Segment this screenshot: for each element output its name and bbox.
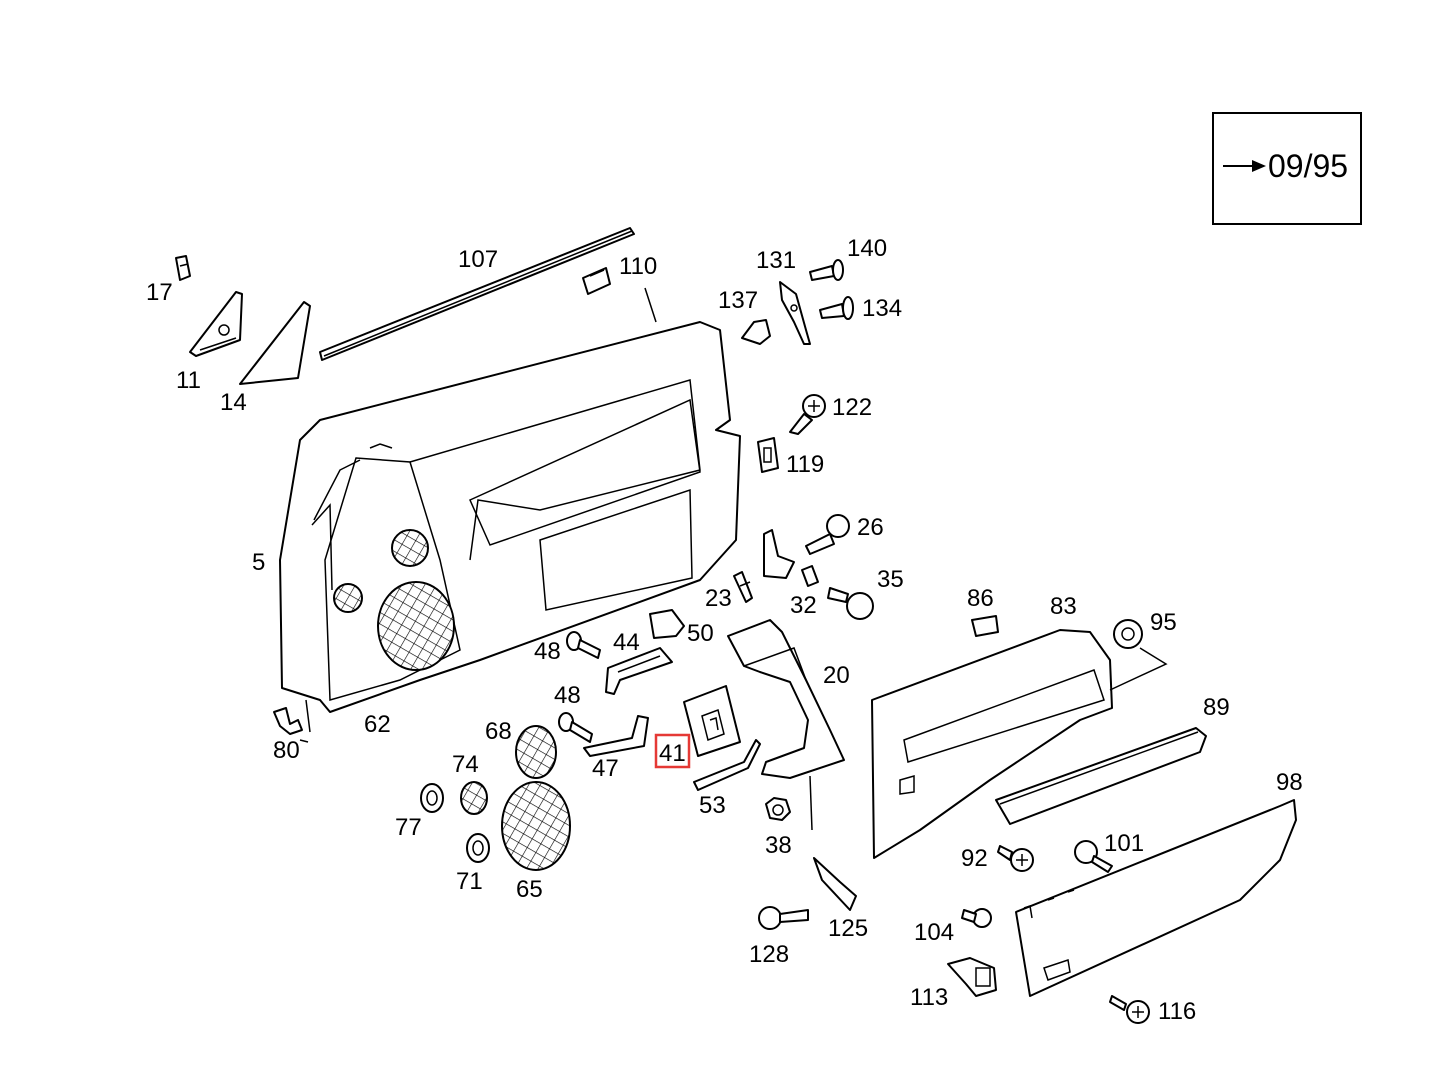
label-125[interactable]: 125 — [828, 915, 868, 942]
label-98[interactable]: 98 — [1276, 769, 1303, 796]
label-116[interactable]: 116 — [1158, 998, 1196, 1025]
label-38[interactable]: 38 — [765, 832, 792, 859]
part-128-screw — [758, 906, 809, 930]
label-14[interactable]: 14 — [220, 389, 247, 416]
part-5-door-panel — [279, 321, 741, 713]
label-20[interactable]: 20 — [823, 662, 850, 689]
label-104[interactable]: 104 — [914, 919, 954, 946]
label-122[interactable]: 122 — [832, 394, 872, 421]
part-35-screw — [827, 587, 874, 620]
label-35[interactable]: 35 — [877, 566, 904, 593]
part-74-speaker-grille-small — [460, 781, 488, 815]
part-32-clip — [763, 529, 819, 587]
part-131-bracket — [779, 281, 811, 345]
part-80-clip — [273, 699, 311, 735]
label-89[interactable]: 89 — [1203, 694, 1230, 721]
part-23-bracket — [733, 571, 753, 603]
part-134-screw — [819, 296, 854, 320]
label-110[interactable]: 110 — [619, 253, 657, 280]
part-107-window-strip — [319, 227, 635, 361]
part-113-clip — [947, 957, 997, 997]
label-65[interactable]: 65 — [516, 876, 543, 903]
part-14-corner-cover — [239, 301, 311, 385]
label-62[interactable]: 62 — [364, 711, 391, 738]
part-47-rod — [583, 715, 649, 757]
label-50[interactable]: 50 — [687, 620, 714, 647]
label-140[interactable]: 140 — [847, 235, 887, 262]
part-68-speaker-grille — [515, 725, 557, 779]
part-98-lower-trim — [1015, 799, 1297, 997]
part-62-speaker-trim — [299, 739, 309, 743]
label-5[interactable]: 5 — [252, 549, 265, 576]
label-23[interactable]: 23 — [705, 585, 732, 612]
part-86-clip — [971, 615, 999, 637]
part-labels: 17 11 14 107 110 131 140 137 134 122 119… — [146, 235, 1303, 1025]
label-74[interactable]: 74 — [452, 751, 479, 778]
part-89-strip — [995, 727, 1207, 825]
label-41[interactable]: 41 — [659, 740, 686, 767]
part-77-speaker-cap — [420, 783, 444, 813]
label-32[interactable]: 32 — [790, 592, 817, 619]
part-38-nut — [765, 797, 791, 821]
part-137-plug — [741, 319, 771, 345]
part-122-screw — [789, 394, 826, 435]
label-11[interactable]: 11 — [176, 367, 201, 394]
label-92[interactable]: 92 — [961, 845, 988, 872]
label-95[interactable]: 95 — [1150, 609, 1177, 636]
part-110-clip — [582, 267, 611, 295]
label-134[interactable]: 134 — [862, 295, 902, 322]
part-48-screw-upper — [566, 631, 601, 659]
right-arrow-icon — [1223, 160, 1266, 172]
label-80[interactable]: 80 — [273, 737, 300, 764]
label-101[interactable]: 101 — [1104, 830, 1144, 857]
part-125-bracket — [813, 857, 857, 911]
part-101-screw — [1074, 840, 1113, 873]
label-83[interactable]: 83 — [1050, 593, 1077, 620]
validity-date: 09/95 — [1268, 148, 1348, 184]
label-48-lower[interactable]: 48 — [554, 682, 581, 709]
part-44-handle-frame — [605, 647, 673, 695]
part-140-screw — [809, 259, 844, 281]
part-48-screw-lower — [558, 712, 593, 743]
label-77[interactable]: 77 — [395, 814, 422, 841]
part-17-clip — [175, 255, 191, 281]
part-50-clip — [649, 609, 685, 639]
highlight-box-41[interactable] — [654, 733, 691, 769]
part-92-screw — [997, 845, 1034, 872]
part-53-strip — [693, 739, 761, 791]
label-107[interactable]: 107 — [458, 246, 498, 273]
part-83-lower-panel — [871, 629, 1113, 859]
part-26-screw — [805, 514, 850, 555]
label-128[interactable]: 128 — [749, 941, 789, 968]
part-104-screw — [961, 908, 992, 928]
leader-line — [809, 775, 813, 831]
label-53[interactable]: 53 — [699, 792, 726, 819]
part-20-armrest — [727, 619, 845, 779]
label-119[interactable]: 119 — [786, 451, 824, 478]
label-86[interactable]: 86 — [967, 585, 994, 612]
label-17[interactable]: 17 — [146, 279, 173, 306]
label-47[interactable]: 47 — [592, 755, 619, 782]
label-26[interactable]: 26 — [857, 514, 884, 541]
part-11-mirror-triangle — [189, 291, 243, 357]
label-44[interactable]: 44 — [613, 629, 640, 656]
label-137[interactable]: 137 — [718, 287, 758, 314]
part-119-clip — [757, 437, 779, 473]
leader-line — [644, 287, 657, 323]
part-116-screw — [1109, 995, 1150, 1024]
part-95-nut — [1113, 619, 1143, 649]
part-65-speaker-grille-large — [501, 781, 571, 871]
label-131[interactable]: 131 — [756, 247, 796, 274]
validity-box: 09/95 — [1212, 112, 1362, 225]
label-48-upper[interactable]: 48 — [534, 638, 561, 665]
part-41-bezel — [683, 685, 741, 757]
part-71-speaker-cap — [466, 833, 490, 863]
label-71[interactable]: 71 — [456, 868, 483, 895]
leader-line — [1109, 647, 1168, 691]
label-113[interactable]: 113 — [910, 984, 948, 1011]
label-68[interactable]: 68 — [485, 718, 512, 745]
